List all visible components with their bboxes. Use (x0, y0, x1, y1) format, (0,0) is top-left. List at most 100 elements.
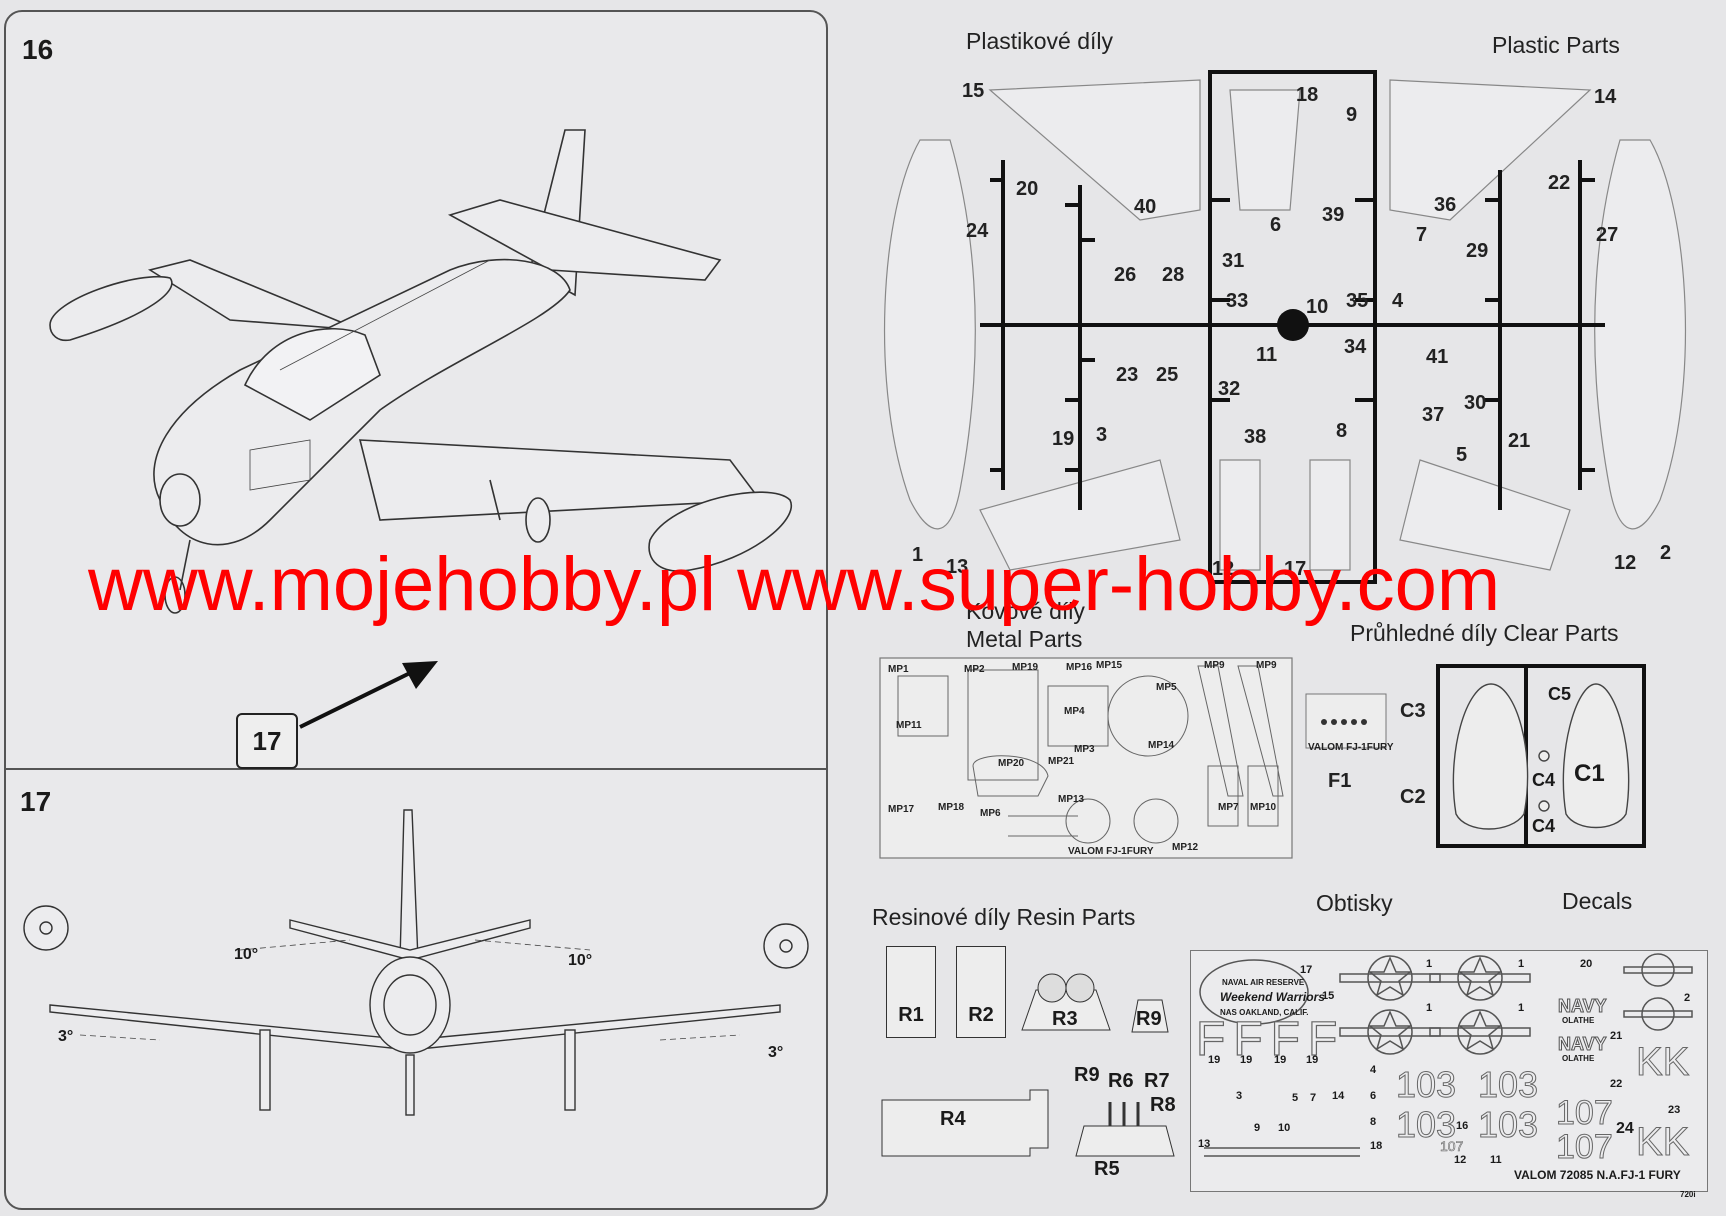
step-16-number: 16 (22, 34, 54, 65)
decal-number: 11 (1490, 1154, 1502, 1166)
part-number: 29 (1466, 240, 1489, 262)
step17-front-view-drawing (23, 809, 809, 1116)
decal-number: 9 (1254, 1122, 1261, 1134)
decal-number: 14 (1332, 1090, 1345, 1102)
decal-number: 19 (1208, 1054, 1221, 1066)
metal-part-label: MP6 (980, 808, 1001, 819)
part-number: 34 (1344, 336, 1367, 358)
metal-fret-drawing (879, 657, 1293, 859)
decal-number: 20 (1580, 958, 1593, 970)
part-number: 21 (1508, 430, 1531, 452)
angle-label: 3° (58, 1028, 74, 1045)
metal-fret-text: VALOM FJ-1FURY (1068, 846, 1154, 857)
part-number: 9 (1346, 104, 1358, 126)
decal-kk: KK (1635, 1040, 1690, 1085)
part-number: 35 (1346, 290, 1369, 312)
decal-number: 1 (1426, 1002, 1433, 1014)
part-number: 39 (1322, 204, 1345, 226)
decal-kk: KK (1635, 1120, 1690, 1165)
metal-part-label: MP4 (1064, 706, 1085, 717)
part-number: 18 (1296, 84, 1319, 106)
resin-part-label: R9 (1074, 1064, 1100, 1086)
decal-number: 13 (1198, 1138, 1211, 1150)
clear-part-label: C4 (1532, 816, 1556, 836)
decal-crest-text: NAS OAKLAND, CALIF. (1220, 1008, 1309, 1017)
part-number: 15 (962, 80, 985, 102)
decal-number: 4 (1370, 1064, 1377, 1076)
part-number: 38 (1244, 426, 1267, 448)
clear-part-label: C2 (1400, 786, 1426, 808)
part-number: 22 (1548, 172, 1571, 194)
angle-label: 10° (568, 952, 593, 969)
decals-title-en: Decals (1562, 888, 1633, 914)
metal-part-label: MP17 (888, 804, 915, 815)
plastic-title-en: Plastic Parts (1492, 32, 1620, 58)
decal-crest-text: NAVAL AIR RESERVE (1222, 978, 1305, 987)
decal-number: 16 (1456, 1120, 1469, 1132)
film-text: VALOM FJ-1FURY (1308, 742, 1394, 753)
angle-label: 3° (768, 1044, 784, 1061)
plastic-title-cz: Plastikové díly (966, 28, 1114, 54)
part-number: 14 (1594, 86, 1617, 108)
part-number: 27 (1596, 224, 1619, 246)
resin-part-r1: R1 (886, 946, 936, 1038)
metal-part-label: MP16 (1066, 662, 1093, 673)
part-number: 10 (1306, 296, 1329, 318)
metal-title-en: Metal Parts (966, 626, 1083, 652)
part-number: 13 (946, 556, 969, 578)
clear-part-label: C3 (1400, 700, 1426, 722)
film-label: F1 (1328, 770, 1352, 792)
part-number: 41 (1426, 346, 1449, 368)
part-number: 26 (1114, 264, 1137, 286)
part-number: 40 (1134, 196, 1157, 218)
metal-title-cz: Kovové díly (966, 598, 1085, 624)
resin-part-label: R2 (968, 1004, 994, 1026)
decal-code: 103 (1477, 1104, 1539, 1146)
metal-part-label: MP3 (1074, 744, 1095, 755)
film-part-drawing (1305, 693, 1387, 749)
metal-part-label: MP14 (1148, 740, 1175, 751)
decal-number: 1 (1518, 1002, 1525, 1014)
decal-number: 19 (1240, 1054, 1253, 1066)
part-number: 30 (1464, 392, 1487, 414)
decal-number: 17 (1300, 964, 1313, 976)
decal-number: 21 (1610, 1030, 1623, 1042)
decal-code: 107 (1556, 1094, 1614, 1133)
decal-number: 8 (1370, 1116, 1377, 1128)
resin-part-r2: R2 (956, 946, 1006, 1038)
metal-part-label: MP9 (1256, 660, 1277, 671)
part-number: 7 (1416, 224, 1428, 246)
resin-part-label: R9 (1136, 1008, 1162, 1030)
part-number: 20 (1016, 178, 1039, 200)
callout-arrow (299, 661, 438, 729)
metal-part-label: MP7 (1218, 802, 1239, 813)
angle-label: 10° (234, 946, 259, 963)
decal-number: 22 (1610, 1078, 1623, 1090)
plastic-sprue-drawing (883, 70, 1687, 584)
decal-number: 19 (1306, 1054, 1319, 1066)
part-number: 32 (1218, 378, 1241, 400)
part-number: 2 (1660, 542, 1672, 564)
clear-title: Průhledné díly Clear Parts (1350, 620, 1619, 646)
metal-part-label: MP12 (1172, 842, 1199, 853)
resin-title: Resinové díly Resin Parts (872, 904, 1136, 930)
metal-part-label: MP13 (1058, 794, 1085, 805)
decal-navy: NAVY (1558, 996, 1608, 1017)
resin-part-label: R7 (1144, 1070, 1170, 1092)
metal-part-label: MP21 (1048, 756, 1075, 767)
decal-number: 7 (1310, 1092, 1317, 1104)
part-number: 31 (1222, 250, 1245, 272)
decal-code: 107 (1556, 1128, 1614, 1167)
resin-part-label: R1 (898, 1004, 924, 1026)
part-number: 25 (1156, 364, 1179, 386)
decal-sheet (1190, 950, 1708, 1192)
clear-part-label: C5 (1548, 684, 1572, 704)
metal-part-label: MP1 (888, 664, 909, 675)
resin-r3-drawing (1021, 973, 1111, 1031)
decal-crest-text: Weekend Warriors (1220, 990, 1325, 1004)
resin-part-label: R8 (1150, 1094, 1176, 1116)
part-number: 33 (1226, 290, 1249, 312)
part-number: 19 (1052, 428, 1075, 450)
clear-part-label: C4 (1532, 770, 1556, 790)
step-17-number: 17 (20, 786, 52, 817)
